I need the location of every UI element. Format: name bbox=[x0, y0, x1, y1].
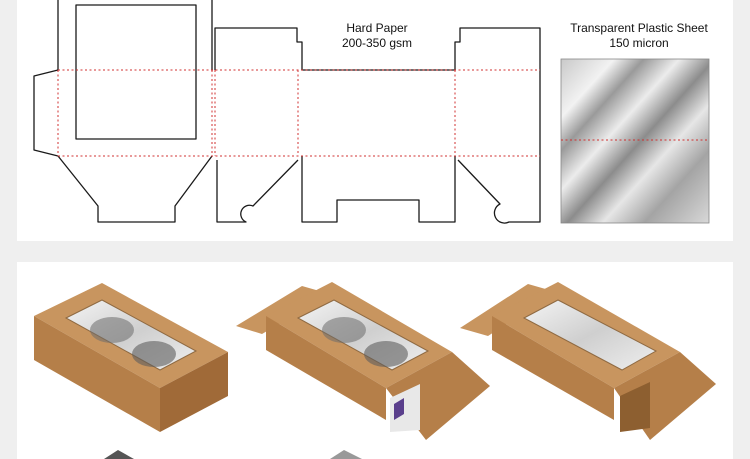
mockup-row-2-partial bbox=[104, 450, 362, 459]
side-bottom-flap-2 bbox=[457, 156, 541, 224]
paper-spec: 200-350 gsm bbox=[341, 36, 413, 50]
paper-spec-label: Hard Paper 200-350 gsm bbox=[312, 21, 442, 51]
side-top-flap-2 bbox=[454, 27, 541, 70]
box-mockup-opening bbox=[236, 282, 490, 440]
sheet-spec-label: Transparent Plastic Sheet 150 micron bbox=[548, 21, 730, 51]
main-bottom-flap bbox=[301, 156, 456, 223]
side-top-flap-1 bbox=[214, 27, 303, 70]
box-dieline bbox=[33, 0, 541, 224]
paper-title: Hard Paper bbox=[346, 21, 408, 35]
sheet-title: Transparent Plastic Sheet bbox=[570, 21, 708, 35]
plastic-sheet bbox=[560, 58, 710, 224]
window-cutout bbox=[75, 4, 197, 140]
window-panel bbox=[57, 0, 213, 70]
bottom-flap-1 bbox=[57, 155, 213, 223]
glue-flap bbox=[33, 69, 59, 157]
fold-lines bbox=[57, 69, 540, 157]
box-mockup-closed bbox=[34, 283, 228, 432]
box-mockup-empty bbox=[460, 282, 716, 440]
side-bottom-flap-1 bbox=[216, 159, 299, 223]
sheet-spec: 150 micron bbox=[609, 36, 669, 50]
